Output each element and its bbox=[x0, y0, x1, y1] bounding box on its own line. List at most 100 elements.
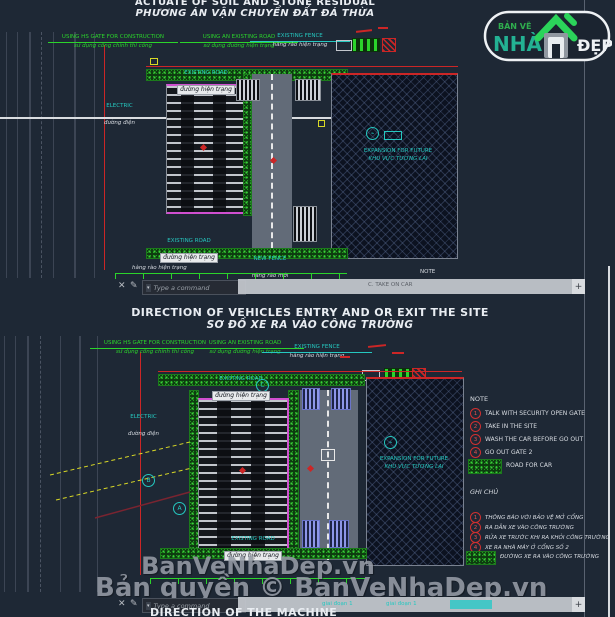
close-icon[interactable]: ✕ bbox=[118, 599, 126, 609]
parked-trucks bbox=[331, 388, 351, 410]
logo-house-door-icon bbox=[552, 44, 560, 58]
road-line bbox=[74, 32, 76, 278]
parked-trucks bbox=[302, 520, 320, 548]
legend-swatch-route bbox=[466, 551, 496, 565]
ghichu-item-text: RA DẪN XE VÀO CÔNG TRƯỜNG bbox=[485, 524, 574, 531]
red-annotation-mark bbox=[367, 344, 387, 348]
command-prompt: Type a command bbox=[153, 601, 210, 610]
right-frame-line bbox=[584, 0, 585, 617]
drawing1-title-en: ACTUATE OF SOIL AND STONE RESIDUAL bbox=[134, 0, 376, 8]
note-item-text: TALK WITH SECURITY OPEN GATE bbox=[485, 410, 585, 417]
note-item: 2 TAKE IN THE SITE bbox=[470, 421, 537, 432]
red-annotation-mark bbox=[355, 29, 373, 33]
phase-label-1: giai đoạn 1 bbox=[322, 601, 353, 607]
command-prompt: Type a command bbox=[153, 283, 210, 292]
green-road-strip bbox=[243, 74, 252, 216]
parked-trucks bbox=[302, 388, 320, 410]
road-line bbox=[29, 32, 31, 278]
fence-red-line bbox=[146, 66, 458, 67]
ghichu-item-text: THÔNG BÁO VỚI BẢO VỆ MỞ CỔNG bbox=[485, 514, 584, 521]
note-item-text: GO OUT GATE 2 bbox=[485, 449, 533, 456]
expansion-area bbox=[366, 377, 464, 566]
command-caret-icon[interactable]: ▾ bbox=[146, 283, 151, 292]
logo-text-banve: BẢN VẼ bbox=[498, 20, 531, 31]
ghichu-item-text: XE RA NHÀ MÁY Ở CỔNG SỐ 2 bbox=[485, 544, 569, 551]
yellow-guide-lines bbox=[49, 441, 193, 519]
command-palette-band bbox=[238, 279, 572, 294]
command-caret-icon[interactable]: ▾ bbox=[146, 601, 151, 610]
note-item: 3 WASH THE CAR BEFORE GO OUT bbox=[470, 434, 583, 445]
label-electric: ELECTRIC đường điện bbox=[128, 414, 159, 437]
road-dashed-line bbox=[40, 336, 41, 592]
label-existing-road-bottom: EXISTING ROAD đường hiện trạng bbox=[158, 238, 220, 263]
label-fence-existing: hàng rào hiện trạng bbox=[132, 265, 187, 271]
drawing2-title-en: DIRECTION OF VEHICLES ENTRY AND OR EXIT … bbox=[131, 306, 489, 319]
red-annotation-mark bbox=[378, 27, 388, 29]
drawing3-title-en: DIRECTION OF THE MACHINE bbox=[150, 606, 338, 617]
symbol-rect-icon bbox=[384, 131, 402, 140]
road-line bbox=[97, 336, 98, 592]
legend-label-route: ĐƯỜNG XE RA VÀO CÔNG TRƯỜNG bbox=[500, 554, 600, 560]
marker-b: B bbox=[142, 474, 155, 487]
command-input[interactable]: ▾ Type a command bbox=[142, 598, 246, 613]
add-tab-button[interactable]: + bbox=[572, 279, 585, 294]
banvenhadep-logo: BẢN VẼ NHÀ ĐẸP bbox=[482, 6, 613, 66]
boundary-red-line bbox=[140, 352, 141, 575]
boundary-red-line bbox=[104, 45, 105, 270]
label-existing-road-bottom: EXISTING ROAD đường hiện trạng bbox=[222, 536, 284, 561]
pencil-icon[interactable]: ✎ bbox=[130, 599, 138, 609]
label-existing-road-top: EXISTING ROAD đường hiện trạng bbox=[210, 376, 272, 401]
logo-chimney-icon bbox=[564, 13, 577, 26]
green-road-band bbox=[146, 248, 348, 259]
close-icon[interactable]: ✕ bbox=[118, 281, 126, 291]
label-expansion-vi: KHU VỰC TƯƠNG LAI bbox=[384, 464, 444, 470]
road-line bbox=[17, 32, 18, 278]
label-expansion-en: EXPANSION FOR FUTURE bbox=[363, 148, 433, 154]
green-road-strip bbox=[288, 390, 299, 555]
red-annotation-mark bbox=[340, 356, 350, 358]
parked-trucks bbox=[295, 79, 321, 101]
watermark-line1: BanVeNhaDep.vn bbox=[141, 552, 375, 580]
road-line bbox=[4, 336, 5, 592]
add-tab-button[interactable]: + bbox=[572, 597, 585, 612]
command-input[interactable]: ▾ Type a command bbox=[142, 280, 246, 295]
note-item-number: 1 bbox=[470, 408, 481, 419]
road-centerline bbox=[271, 74, 273, 258]
logo-text-nha: NHÀ bbox=[493, 32, 542, 56]
marker-a: A bbox=[173, 502, 186, 515]
expansion-area bbox=[331, 73, 458, 259]
legend-label-road: ROAD FOR CAR bbox=[506, 462, 553, 469]
road-line bbox=[60, 336, 61, 592]
ghichu-panel-title: GHI CHÚ bbox=[470, 488, 499, 496]
building-plan bbox=[198, 398, 289, 550]
road-dashed-line bbox=[41, 32, 42, 278]
road-line bbox=[79, 336, 81, 592]
fence-red-line bbox=[158, 371, 462, 372]
covered-note-text: C. TAKE ON CAR bbox=[368, 282, 413, 288]
note-item-number: 2 bbox=[470, 421, 481, 432]
yellow-marker bbox=[150, 58, 158, 65]
note-item-text: WASH THE CAR BEFORE GO OUT bbox=[485, 436, 584, 443]
gate-red-hatch bbox=[382, 38, 396, 52]
road-centerline bbox=[327, 390, 329, 560]
pencil-icon[interactable]: ✎ bbox=[130, 281, 138, 291]
road-line bbox=[94, 32, 95, 278]
parked-trucks bbox=[293, 206, 317, 242]
yellow-marker bbox=[318, 120, 325, 127]
road-line bbox=[6, 32, 7, 278]
note-panel-title: NOTE bbox=[470, 395, 489, 403]
right-white-line bbox=[608, 266, 610, 617]
label-electric: ELECTRIC đường điện bbox=[104, 103, 135, 126]
car-wash-gate bbox=[352, 38, 380, 52]
label-existing-road-top: EXISTING ROAD đường hiện trạng bbox=[175, 70, 237, 95]
note-item-number: 4 bbox=[470, 447, 481, 458]
road-line bbox=[15, 336, 16, 592]
phase-label-2: giai đoạn 1 bbox=[386, 601, 417, 607]
dimension-line bbox=[150, 578, 365, 584]
note-item-number: 3 bbox=[470, 434, 481, 445]
